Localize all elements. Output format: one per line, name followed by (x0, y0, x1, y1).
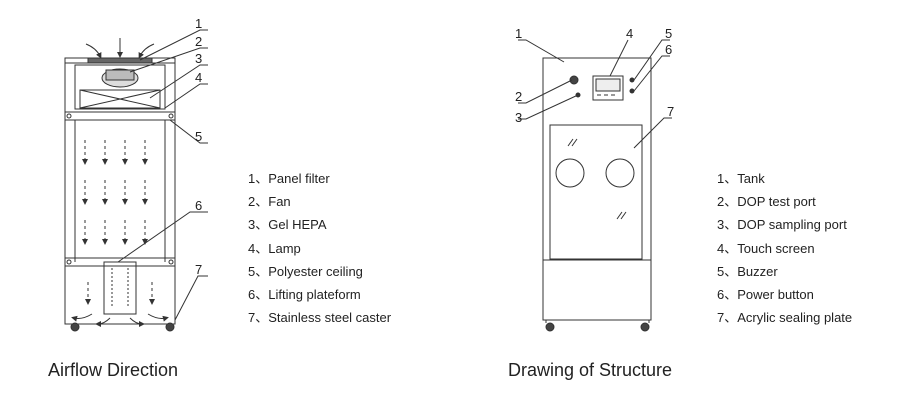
callout-2: 2 (515, 89, 522, 104)
caster-right (640, 322, 650, 332)
legend-item: 3、DOP sampling port (717, 217, 847, 233)
structure-legend: 1、Tank 2、DOP test port 3、DOP sampling po… (717, 167, 852, 329)
buzzer-icon (629, 77, 635, 83)
glove-port-left (555, 158, 585, 188)
fan-housing (74, 64, 166, 110)
callout-3: 3 (515, 110, 522, 125)
airflow-caption: Airflow Direction (48, 360, 179, 380)
callout-7: 7 (195, 262, 202, 277)
callout-3: 3 (195, 51, 202, 66)
caster-left (70, 322, 80, 332)
structure-diagram (518, 39, 672, 332)
caster-left (545, 322, 555, 332)
caster-right (165, 322, 175, 332)
legend-item: 7、Stainless steel caster (248, 310, 392, 326)
legend-item: 6、Power button (717, 286, 814, 302)
airflow-diagram (64, 29, 208, 332)
structure-callouts: 1 2 3 4 5 6 7 (515, 26, 674, 125)
callout-5: 5 (665, 26, 672, 41)
callout-6: 6 (665, 42, 672, 57)
callout-4: 4 (195, 70, 202, 85)
panel-filter (87, 57, 153, 64)
cabinet-outline (64, 57, 176, 325)
legend-item: 3、Gel HEPA (248, 217, 327, 233)
glove-port-right (605, 158, 635, 188)
callout-2: 2 (195, 34, 202, 49)
legend-item: 4、Lamp (248, 240, 301, 256)
callout-4: 4 (626, 26, 633, 41)
gel-hepa (79, 89, 161, 109)
tank-outline (542, 57, 652, 321)
callout-7: 7 (667, 104, 674, 119)
callout-1: 1 (195, 16, 202, 31)
callout-6: 6 (195, 198, 202, 213)
legend-item: 6、Lifting plateform (248, 286, 361, 302)
callout-5: 5 (195, 129, 202, 144)
legend-item: 7、Acrylic sealing plate (717, 310, 853, 326)
power-button-icon (629, 88, 635, 94)
airflow-legend: 1、Panel filter 2、Fan 3、Gel HEPA 4、Lamp 5… (248, 167, 391, 329)
touch-screen (592, 75, 624, 101)
legend-item: 2、DOP test port (717, 194, 816, 210)
airflow-callouts: 1 2 3 4 5 6 7 (195, 16, 202, 277)
polyester-ceiling (64, 111, 176, 121)
legend-item: 2、Fan (248, 194, 291, 210)
lifting-platform (103, 261, 137, 315)
legend-item: 1、Tank (717, 171, 765, 186)
acrylic-plate (549, 124, 643, 260)
dop-test-port (569, 75, 579, 85)
structure-caption: Drawing of Structure (508, 360, 673, 380)
callout-1: 1 (515, 26, 522, 41)
legend-item: 5、Buzzer (717, 263, 778, 279)
legend-item: 5、Polyester ceiling (248, 263, 363, 279)
legend-item: 4、Touch screen (717, 240, 815, 256)
legend-item: 1、Panel filter (248, 171, 330, 186)
